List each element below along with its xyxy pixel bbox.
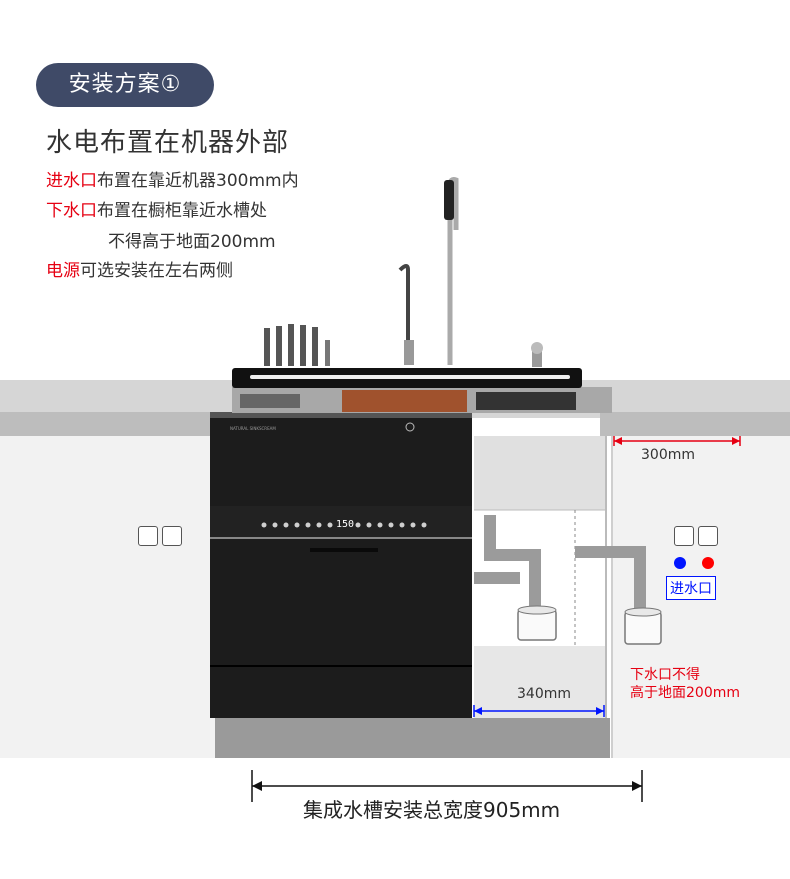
drain-rack [476, 392, 576, 410]
power-outlets-left [138, 526, 182, 546]
hot-water-dot [702, 557, 714, 569]
dim-300-label: 300mm [641, 447, 695, 463]
machine-display: 150 [336, 519, 355, 530]
countertop-left [0, 412, 230, 436]
knife-block [264, 324, 318, 366]
cabinet-left [0, 436, 215, 758]
outlet-key: 下水口 [46, 201, 97, 221]
total-width-label: 集成水槽安装总宽度905mm [303, 798, 561, 822]
countertop-right [600, 412, 790, 436]
inlet-key: 进水口 [46, 171, 97, 191]
machine-body [210, 412, 472, 718]
cutting-board [342, 390, 467, 412]
power-text: 可选安装在左右两侧 [80, 261, 233, 281]
power-outlets-right [674, 526, 718, 546]
inlet-line: 进水口布置在靠近机器300mm内 [46, 166, 299, 191]
faucet-small [398, 264, 410, 365]
power-outlet-icon [138, 526, 158, 546]
plinth [215, 718, 610, 758]
control-panel [261, 522, 427, 528]
drain-note: 下水口不得 高于地面200mm [630, 666, 740, 702]
inlet-text: 布置在靠近机器300mm内 [97, 171, 299, 191]
trap-right [624, 611, 662, 645]
power-outlet-icon [162, 526, 182, 546]
plan-badge: 安装方案① [36, 63, 214, 107]
drain-note-line-1: 下水口不得 [630, 667, 700, 683]
drain-pipe-right [575, 546, 646, 612]
drain-note-line-2: 高于地面200mm [630, 685, 740, 701]
cold-water-dot [674, 557, 686, 569]
drain-pipe-left [484, 515, 541, 610]
power-line: 电源可选安装在左右两侧 [46, 256, 233, 281]
power-outlet-icon [674, 526, 694, 546]
dim-340-label: 340mm [517, 686, 571, 702]
page-heading: 水电布置在机器外部 [46, 128, 290, 158]
brand-logo: NATURAL SINKSCREAM [230, 426, 276, 431]
outlet-line-2: 不得高于地面200mm [108, 232, 276, 252]
outlet-text: 布置在橱柜靠近水槽处 [97, 201, 267, 221]
power-outlet-icon [698, 526, 718, 546]
power-key: 电源 [46, 261, 80, 281]
inlet-port-label: 进水口 [666, 576, 716, 600]
outlet-line: 下水口布置在橱柜靠近水槽处 [46, 196, 267, 221]
